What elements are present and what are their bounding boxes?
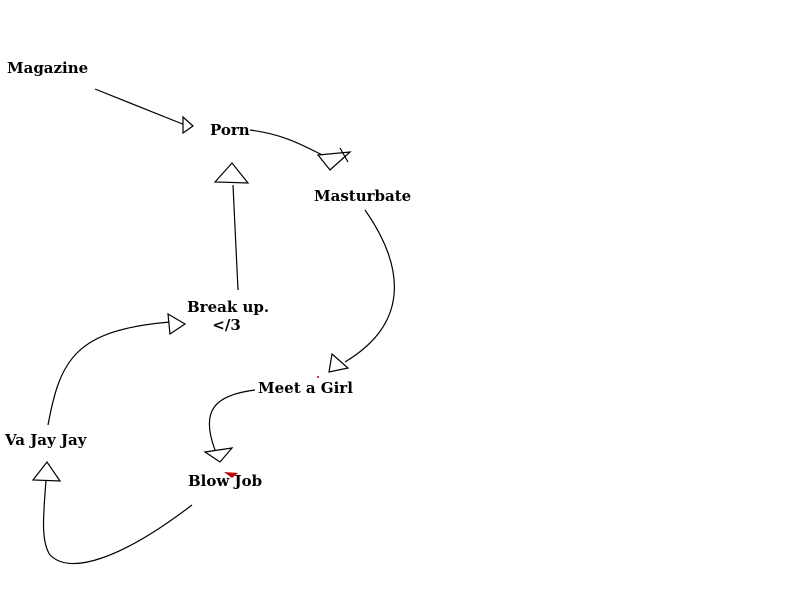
node-magazine: Magazine <box>7 59 89 77</box>
break-up-label: Break up. <box>187 298 270 316</box>
red-dot <box>317 376 319 378</box>
arrow-va-jay-jay-to-break-up <box>47 312 187 426</box>
node-meet-a-girl: Meet a Girl <box>258 379 353 397</box>
arrow-porn-to-masturbate <box>249 129 352 171</box>
arrow-blow-job-to-va-jay-jay <box>31 460 193 565</box>
red-mark <box>224 472 238 478</box>
broken-heart-label: </3 <box>212 316 241 334</box>
node-blow-job: Blow Job <box>188 472 263 490</box>
arrow-magazine-to-porn <box>94 88 194 135</box>
arrow-meet-a-girl-to-blow-job <box>203 389 256 463</box>
node-va-jay-jay: Va Jay Jay <box>5 431 87 449</box>
node-porn: Porn <box>210 121 250 139</box>
node-break-up: Break up. </3 <box>187 298 269 334</box>
arrow-masturbate-to-meet-a-girl <box>328 209 395 373</box>
node-masturbate: Masturbate <box>314 187 412 205</box>
arrow-break-up-to-porn <box>213 162 250 291</box>
